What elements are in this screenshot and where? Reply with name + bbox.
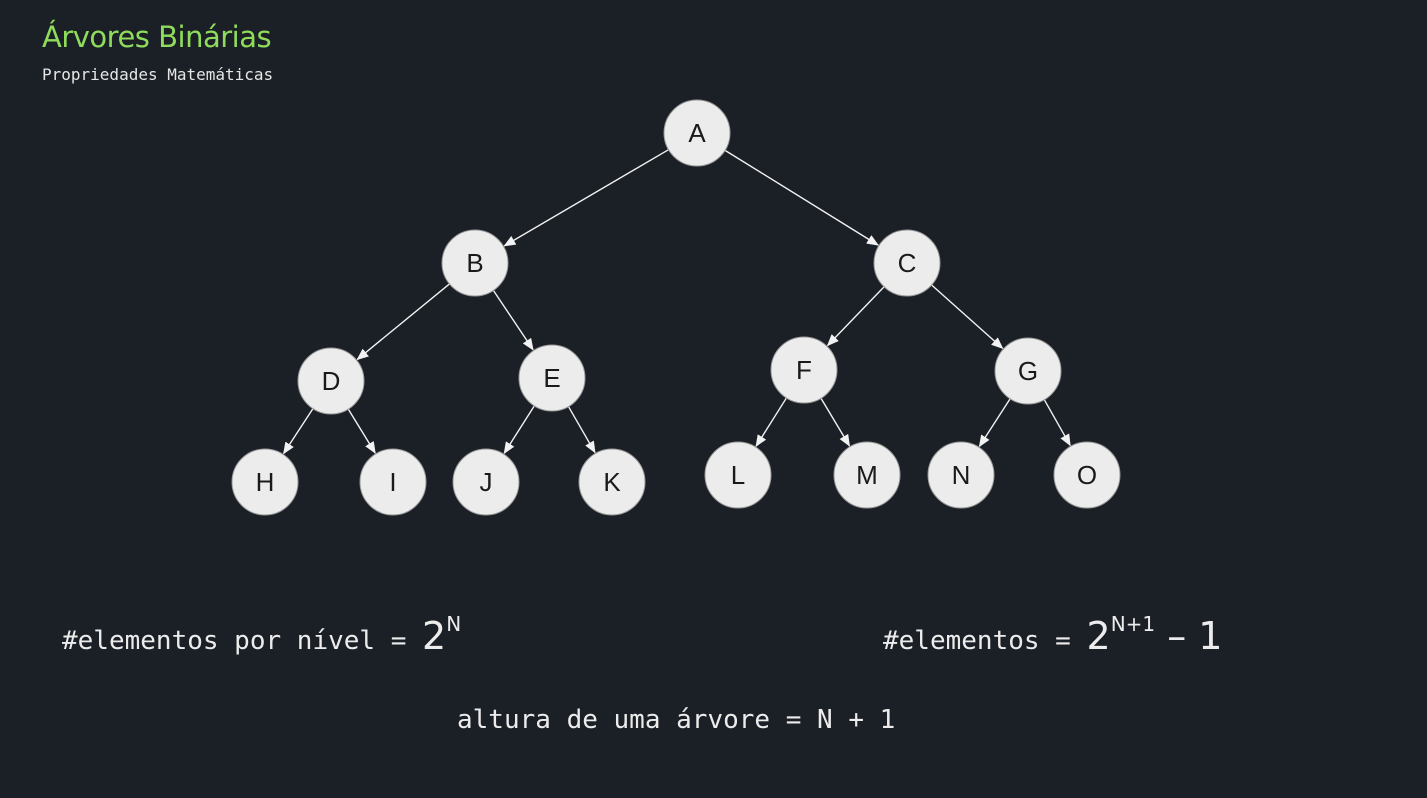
node-label-A: A — [688, 118, 706, 148]
edge-G-N — [978, 398, 1011, 448]
node-label-M: M — [856, 460, 878, 490]
formula-total-exponent: N+1 — [1110, 612, 1156, 636]
node-circle-E — [518, 344, 586, 412]
node-circle-K — [578, 448, 646, 516]
node-circle-C — [873, 229, 941, 297]
edge-C-F — [826, 286, 885, 347]
edge-B-E — [492, 290, 534, 351]
node-label-D: D — [322, 366, 341, 396]
tree-node-M: M — [833, 441, 901, 509]
edge-D-I — [347, 408, 376, 454]
tree-node-F: F — [770, 336, 838, 404]
node-circle-N — [927, 441, 995, 509]
formula-per-level-text: #elementos por nível = — [62, 626, 423, 656]
tree-node-E: E — [518, 344, 586, 412]
edge-F-L — [755, 397, 788, 448]
edge-A-B — [503, 149, 669, 247]
edge-F-M — [820, 397, 851, 447]
formula-total-elements: #elementos = 2N+1 – 1 — [883, 612, 1222, 658]
node-label-O: O — [1077, 460, 1097, 490]
tree-node-C: C — [873, 229, 941, 297]
node-label-C: C — [898, 248, 917, 278]
formula-per-level-base: 2 — [422, 614, 447, 658]
node-circle-L — [704, 441, 772, 509]
formula-total-text: #elementos = — [883, 626, 1087, 656]
node-label-J: J — [480, 467, 493, 497]
node-label-G: G — [1018, 356, 1038, 386]
node-circle-B — [441, 229, 509, 297]
node-circle-G — [994, 337, 1062, 405]
edge-C-G — [931, 284, 1004, 350]
node-circle-I — [359, 448, 427, 516]
tree-node-B: B — [441, 229, 509, 297]
page-subtitle: Propriedades Matemáticas — [42, 65, 274, 84]
node-circle-F — [770, 336, 838, 404]
page-title: Árvores Binárias — [42, 20, 272, 54]
node-circle-O — [1053, 441, 1121, 509]
tree-edges — [283, 149, 1071, 455]
tree-node-O: O — [1053, 441, 1121, 509]
formula-total-suffix: – 1 — [1155, 614, 1223, 658]
node-label-K: K — [603, 467, 621, 497]
node-label-N: N — [952, 460, 971, 490]
formula-per-level-exponent: N — [446, 612, 462, 636]
node-circle-M — [833, 441, 901, 509]
tree-node-G: G — [994, 337, 1062, 405]
node-circle-D — [297, 347, 365, 415]
tree-node-A: A — [663, 99, 731, 167]
tree-node-I: I — [359, 448, 427, 516]
tree-node-D: D — [297, 347, 365, 415]
edge-G-O — [1043, 399, 1071, 447]
edge-A-C — [724, 149, 879, 246]
node-label-E: E — [543, 363, 560, 393]
tree-node-K: K — [578, 448, 646, 516]
tree-node-L: L — [704, 441, 772, 509]
edge-E-K — [567, 406, 596, 454]
node-circle-J — [452, 448, 520, 516]
formula-total-base: 2 — [1086, 614, 1111, 658]
formula-tree-height: altura de uma árvore = N + 1 — [457, 705, 896, 735]
node-label-I: I — [389, 467, 396, 497]
edge-B-D — [356, 283, 450, 361]
node-label-F: F — [796, 355, 812, 385]
tree-node-N: N — [927, 441, 995, 509]
node-circle-H — [231, 448, 299, 516]
formula-elements-per-level: #elementos por nível = 2N — [62, 612, 461, 658]
node-label-L: L — [731, 460, 745, 490]
edge-D-H — [283, 408, 314, 455]
node-label-B: B — [466, 248, 483, 278]
node-circle-A — [663, 99, 731, 167]
edge-E-J — [503, 405, 535, 455]
tree-nodes: A B C D E F G H I J K L M N O — [231, 99, 1121, 516]
tree-node-J: J — [452, 448, 520, 516]
tree-node-H: H — [231, 448, 299, 516]
node-label-H: H — [256, 467, 275, 497]
